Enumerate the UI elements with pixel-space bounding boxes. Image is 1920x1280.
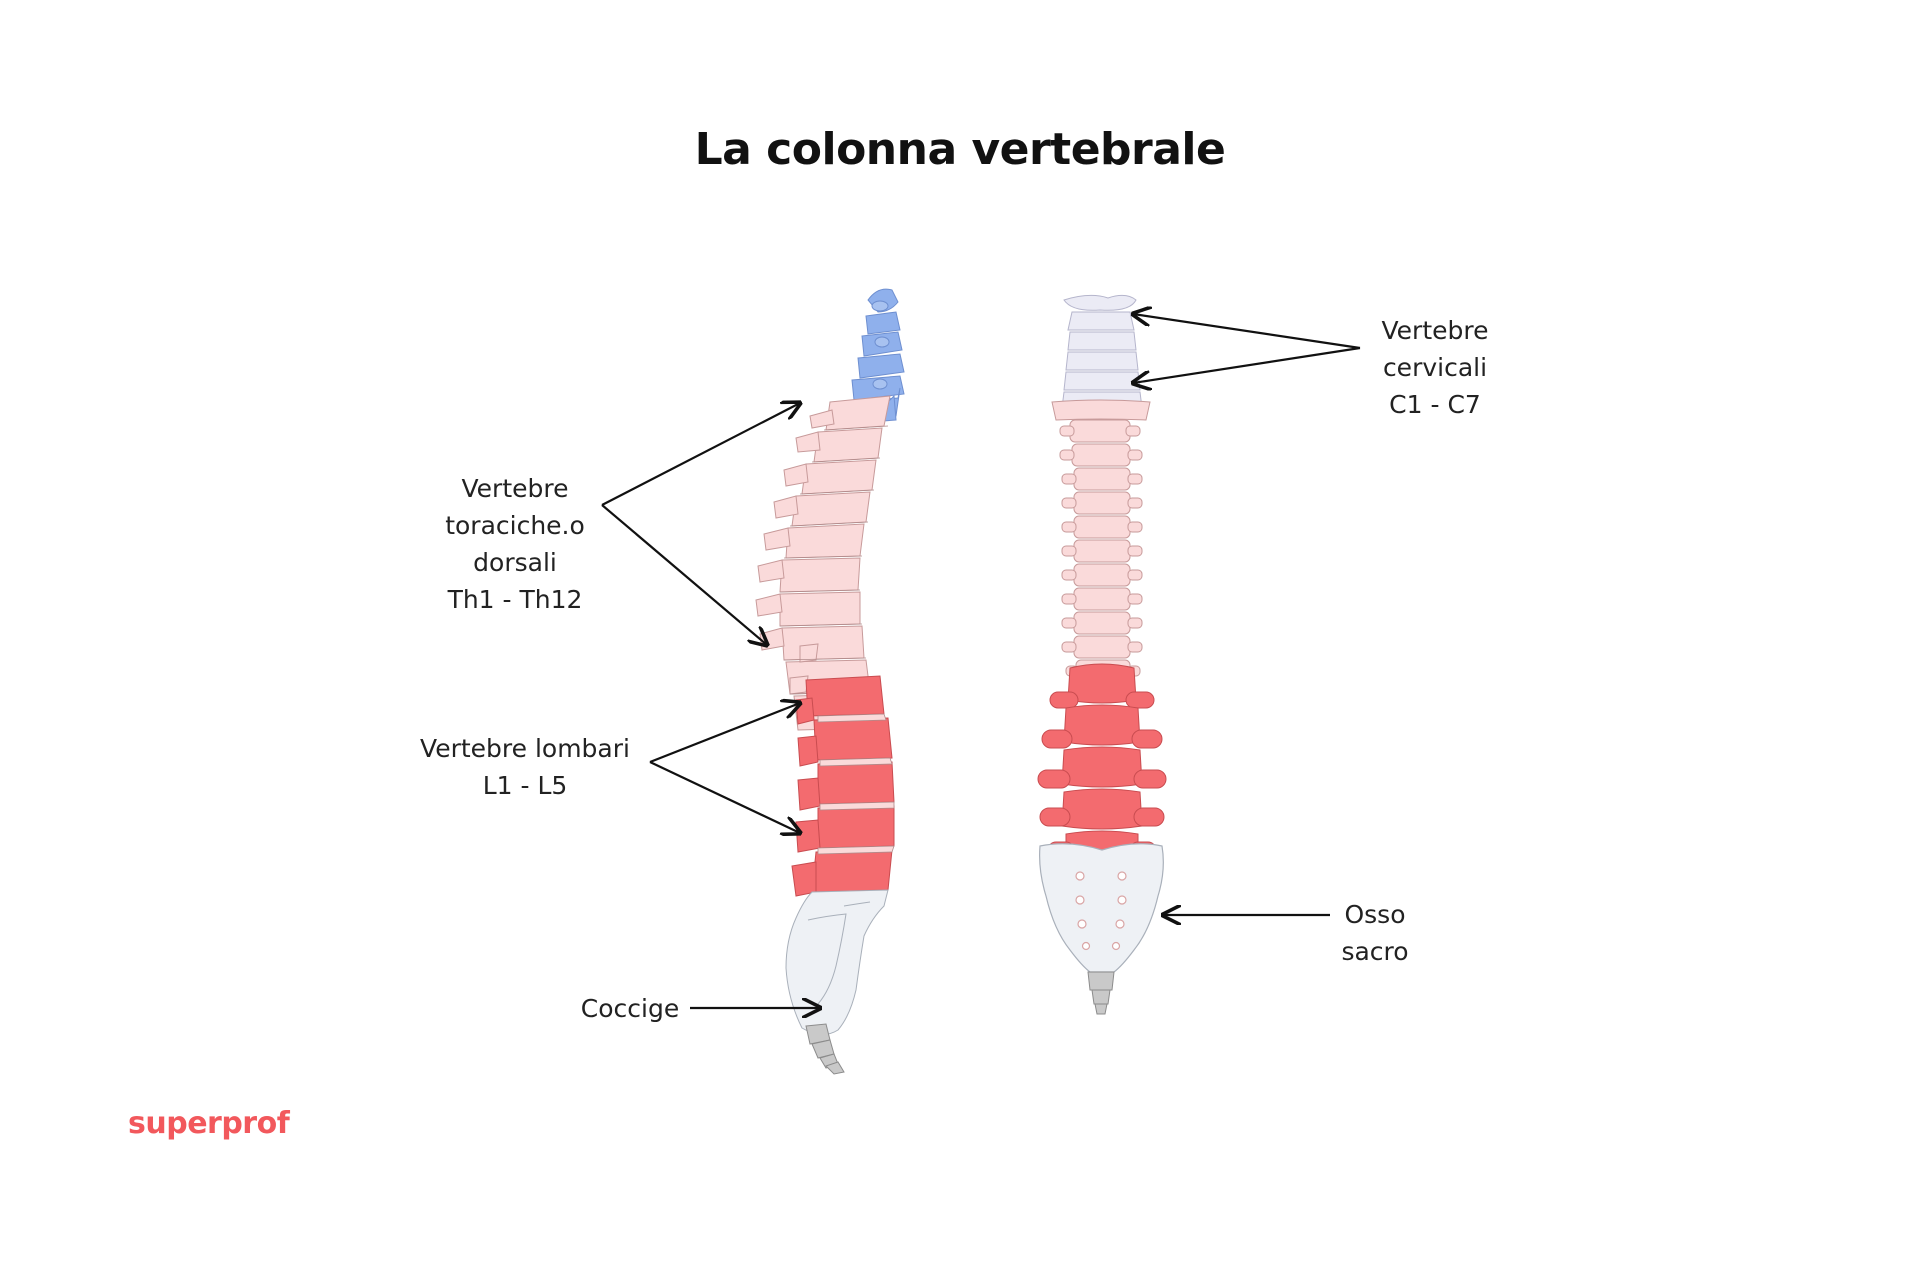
side-coccyx bbox=[805, 1023, 845, 1075]
side-lumbar-vertebrae bbox=[791, 675, 895, 897]
cervical-arrow-lower bbox=[1133, 346, 1361, 383]
thoracic-arrow-upper bbox=[601, 403, 800, 506]
label-thoracic: Vertebre toraciche.o dorsali Th1 - Th12 bbox=[430, 470, 600, 618]
label-thoracic-line-4: Th1 - Th12 bbox=[447, 585, 583, 614]
label-lumbar: Vertebre lombari L1 - L5 bbox=[410, 730, 640, 804]
spine-front-view bbox=[1037, 294, 1167, 1015]
label-lumbar-line-2: L1 - L5 bbox=[482, 771, 568, 800]
label-thoracic-line-1: Vertebre bbox=[461, 474, 569, 503]
label-cervical-line-2: cervicali bbox=[1382, 353, 1488, 382]
label-lumbar-line-1: Vertebre lombari bbox=[420, 734, 630, 763]
superprof-logo: superprof bbox=[128, 1106, 290, 1141]
side-sacrum bbox=[785, 889, 889, 1035]
label-thoracic-line-3: dorsali bbox=[473, 548, 557, 577]
label-sacrum: Osso sacro bbox=[1335, 896, 1415, 970]
front-sacrum bbox=[1039, 843, 1164, 973]
label-coccyx: Coccige bbox=[570, 990, 690, 1027]
front-thoracic-vertebrae bbox=[1051, 399, 1151, 683]
label-thoracic-line-2: toraciche.o bbox=[445, 511, 585, 540]
label-cervical: Vertebre cervicali C1 - C7 bbox=[1365, 312, 1505, 423]
spine-side-view bbox=[755, 288, 905, 1075]
label-cervical-line-3: C1 - C7 bbox=[1389, 390, 1481, 419]
label-cervical-line-1: Vertebre bbox=[1381, 316, 1489, 345]
lumbar-arrow-lower bbox=[649, 761, 800, 833]
thoracic-arrow-lower bbox=[601, 504, 767, 645]
front-cervical-vertebrae bbox=[1061, 294, 1143, 409]
label-sacrum-line-2: sacro bbox=[1341, 937, 1409, 966]
front-lumbar-vertebrae bbox=[1037, 663, 1167, 873]
label-sacrum-line-1: Osso bbox=[1344, 900, 1406, 929]
front-coccyx bbox=[1087, 971, 1115, 1015]
label-coccyx-text: Coccige bbox=[580, 994, 680, 1023]
lumbar-arrow-upper bbox=[649, 703, 800, 764]
diagram-title: La colonna vertebrale bbox=[694, 124, 1226, 175]
cervical-arrow-upper bbox=[1133, 314, 1361, 350]
